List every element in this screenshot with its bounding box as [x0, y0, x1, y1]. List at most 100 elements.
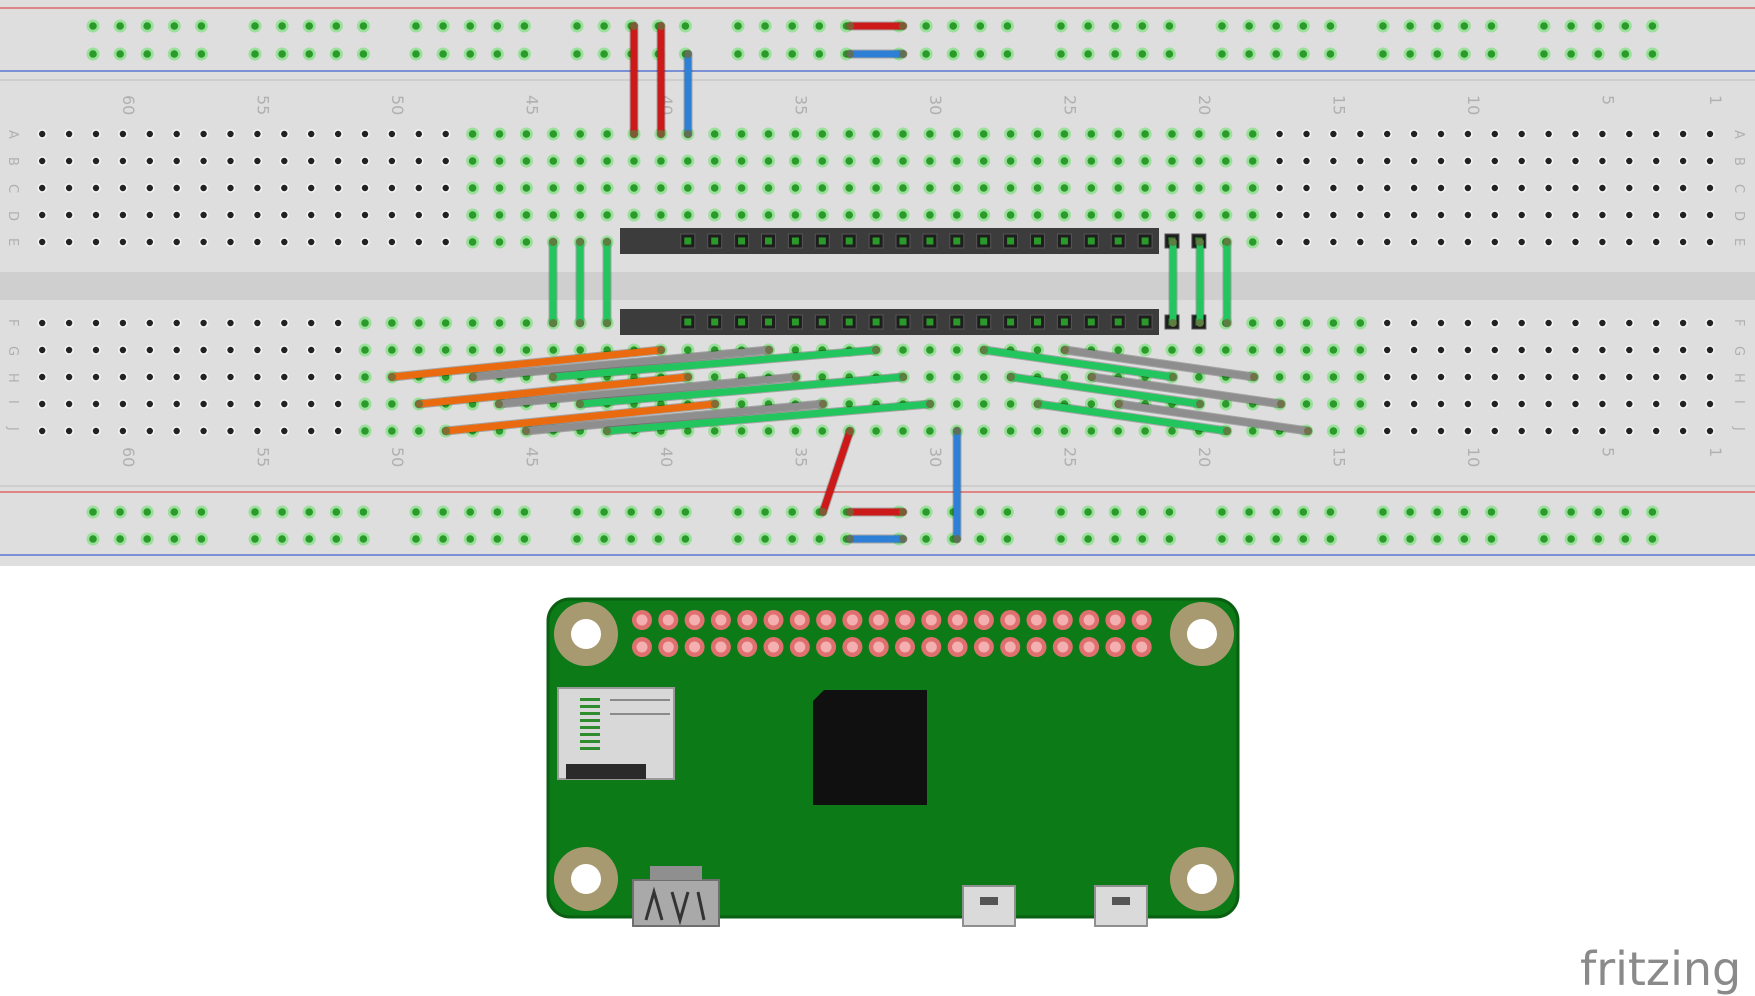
hole	[1437, 400, 1445, 408]
hole-connected	[1218, 508, 1226, 516]
gpio-pin	[1057, 641, 1069, 653]
gpio-pin	[1136, 614, 1148, 626]
row-label: D	[1731, 211, 1746, 221]
hole-connected	[1594, 508, 1602, 516]
hole-connected	[143, 50, 151, 58]
hole	[92, 184, 100, 192]
hole	[1599, 427, 1606, 435]
header-pin	[1087, 237, 1095, 245]
hole-connected	[1141, 184, 1149, 192]
hole-connected	[788, 50, 796, 58]
hole-connected	[549, 211, 558, 219]
hole-connected	[522, 346, 531, 354]
hole-connected	[143, 508, 151, 516]
hole	[65, 427, 73, 435]
hole-connected	[1248, 130, 1257, 138]
hole-connected	[922, 535, 930, 543]
hole	[334, 130, 342, 138]
microsd-contact	[580, 698, 600, 701]
hole-connected	[466, 22, 475, 30]
gpio-pin	[715, 641, 727, 653]
hole-connected	[1003, 508, 1012, 516]
hole	[1545, 130, 1552, 138]
hole	[65, 238, 73, 246]
hole-connected	[818, 211, 827, 219]
hole	[1276, 130, 1283, 138]
hole	[281, 211, 288, 219]
hole-connected	[278, 22, 286, 30]
hole-connected	[522, 184, 531, 192]
hole-connected	[1433, 508, 1441, 516]
microsd-contact	[580, 719, 600, 722]
hole-connected	[1111, 22, 1119, 30]
hole-connected	[468, 157, 477, 165]
wire-green-end	[549, 319, 557, 327]
hole	[334, 319, 342, 327]
row-label: A	[5, 130, 20, 139]
hole-connected	[522, 157, 531, 165]
hole-connected	[412, 535, 420, 543]
hole-connected	[1272, 50, 1280, 58]
header-pin	[899, 237, 907, 245]
hole	[1626, 400, 1633, 408]
header-pin	[1114, 318, 1122, 326]
hole-connected	[1111, 535, 1119, 543]
hole	[1518, 427, 1525, 435]
hole	[146, 157, 153, 165]
gpio-pin	[689, 614, 701, 626]
hole-connected	[1487, 50, 1496, 58]
column-number: 15	[1329, 447, 1348, 467]
hole-connected	[872, 211, 880, 219]
hole	[39, 373, 46, 381]
hole-connected	[1326, 22, 1335, 30]
gpio-pin	[1057, 614, 1069, 626]
hole	[65, 157, 73, 165]
row-label: I	[5, 400, 20, 404]
hole-connected	[845, 157, 853, 165]
hole-connected	[603, 184, 611, 192]
hole	[334, 238, 342, 246]
header-pin	[872, 318, 880, 326]
header-pin	[791, 318, 799, 326]
hole-connected	[89, 22, 97, 30]
hole	[1464, 373, 1472, 381]
hole-connected	[439, 535, 447, 543]
hole-connected	[116, 508, 124, 516]
hole	[1437, 130, 1445, 138]
wire-red-end	[657, 130, 665, 138]
hole	[281, 346, 288, 354]
hole-connected	[737, 184, 746, 192]
hole-connected	[1406, 508, 1414, 516]
hole-connected	[1460, 22, 1469, 30]
raspberry-pi-zero[interactable]	[546, 597, 1240, 927]
mounting-hole	[571, 619, 601, 649]
hole	[442, 157, 449, 165]
hole	[1679, 373, 1687, 381]
hole	[1276, 157, 1283, 165]
hole	[1276, 238, 1283, 246]
hole-connected	[1648, 22, 1657, 30]
hole	[1572, 238, 1579, 246]
hole-connected	[979, 130, 988, 138]
hole	[1679, 400, 1687, 408]
hole	[1330, 211, 1337, 219]
hole	[1572, 157, 1579, 165]
hole	[281, 427, 288, 435]
gpio-pin	[820, 614, 832, 626]
hole	[1572, 400, 1579, 408]
hole-connected	[1356, 346, 1365, 354]
hole-connected	[170, 508, 179, 516]
hole	[1464, 238, 1472, 246]
hole-connected	[600, 535, 608, 543]
hole	[1518, 184, 1525, 192]
hole	[1572, 211, 1579, 219]
wire-gray-end	[792, 373, 800, 381]
hole-connected	[495, 184, 504, 192]
hole-connected	[1006, 211, 1015, 219]
hole	[119, 346, 127, 354]
hole	[1491, 319, 1499, 327]
hole	[388, 157, 396, 165]
hole-connected	[1567, 535, 1575, 543]
hole	[1491, 184, 1499, 192]
hole	[254, 238, 261, 246]
